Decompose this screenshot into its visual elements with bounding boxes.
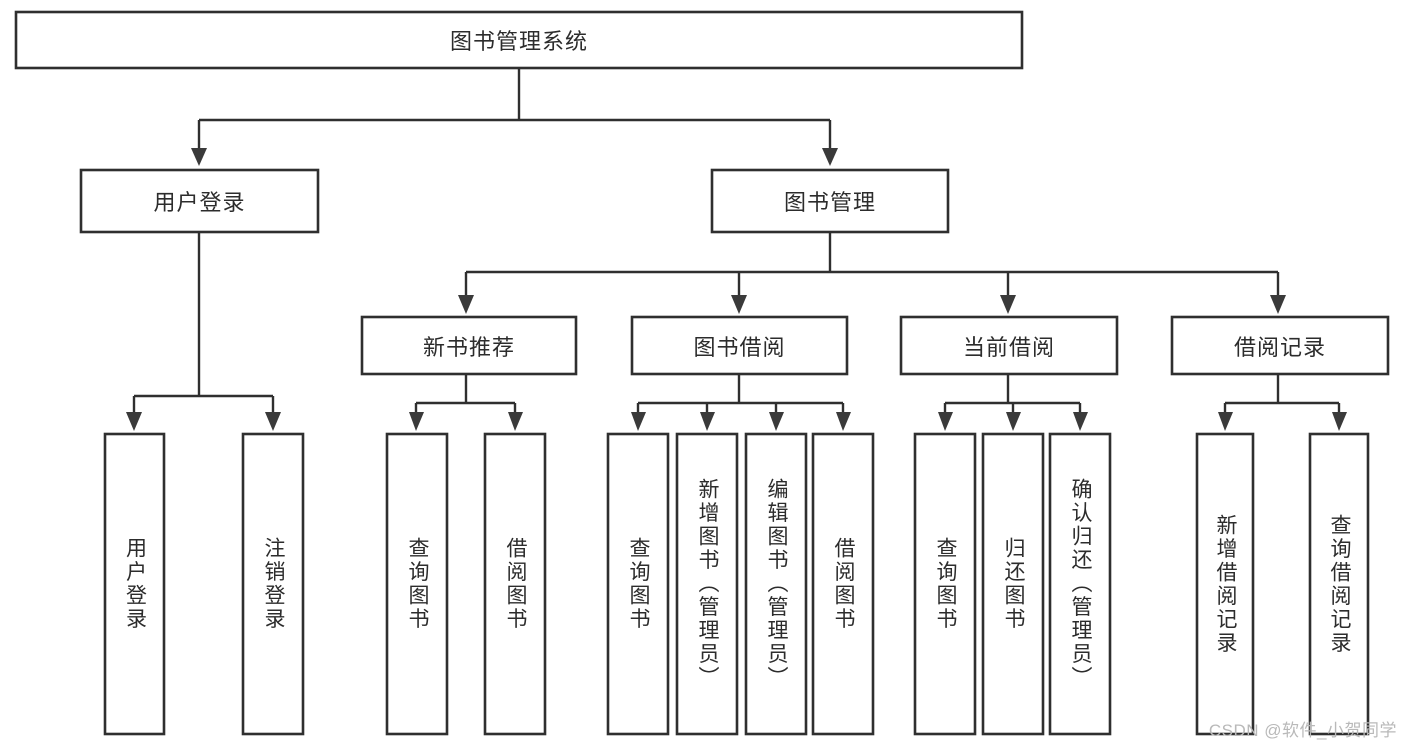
arrowhead-leaf-add-record <box>1218 412 1233 431</box>
arrowhead-leaf-edit-book <box>769 412 784 431</box>
arrowhead-leaf-logout <box>265 412 281 431</box>
node-box-leaf-confirm-return[interactable] <box>1048 432 1112 736</box>
node-box-user-login[interactable] <box>79 168 320 234</box>
arrowhead-leaf-return-book <box>1006 412 1021 431</box>
node-box-leaf-edit-book[interactable] <box>744 432 808 736</box>
arrowhead-leaf-query-record <box>1332 412 1347 431</box>
node-box-leaf-query-book-1[interactable] <box>385 432 449 736</box>
node-box-leaf-query-record[interactable] <box>1308 432 1370 736</box>
arrowhead-leaf-borrow-book-2 <box>836 412 851 431</box>
node-box-leaf-add-book[interactable] <box>675 432 739 736</box>
edge-group-user-login <box>126 232 281 431</box>
edge-group-book-borrow <box>631 374 851 431</box>
arrowhead-current-borrow <box>1000 295 1016 314</box>
edge-group-book-manage <box>458 232 1286 314</box>
edge-group-new-book-rec <box>409 374 523 431</box>
node-box-current-borrow[interactable] <box>899 315 1119 376</box>
arrowhead-leaf-borrow-book-1 <box>508 412 523 431</box>
node-box-root[interactable] <box>14 10 1024 70</box>
arrowhead-borrow-record <box>1270 295 1286 314</box>
arrowhead-user-login <box>191 148 207 166</box>
arrowhead-new-book-rec <box>458 295 474 314</box>
arrowhead-book-borrow <box>731 295 747 314</box>
arrowhead-book-manage <box>822 148 838 166</box>
node-box-leaf-borrow-book-2[interactable] <box>811 432 875 736</box>
edge-group-borrow-record <box>1218 374 1347 431</box>
arrowhead-leaf-query-book-3 <box>938 412 953 431</box>
node-box-borrow-record[interactable] <box>1170 315 1390 376</box>
arrowhead-leaf-user-login <box>126 412 142 431</box>
csdn-watermark: CSDN @软件_小贺同学 <box>1208 721 1397 740</box>
node-box-leaf-query-book-3[interactable] <box>913 432 977 736</box>
edge-group-root <box>191 68 838 166</box>
node-box-leaf-logout[interactable] <box>241 432 305 736</box>
node-box-book-manage[interactable] <box>710 168 950 234</box>
node-box-leaf-return-book[interactable] <box>981 432 1045 736</box>
node-box-leaf-borrow-book-1[interactable] <box>483 432 547 736</box>
edge-group-current-borrow <box>938 374 1088 431</box>
arrowhead-leaf-add-book <box>700 412 715 431</box>
arrowhead-leaf-confirm-return <box>1073 412 1088 431</box>
node-box-new-book-rec[interactable] <box>360 315 578 376</box>
node-box-leaf-user-login[interactable] <box>103 432 166 736</box>
node-box-leaf-query-book-2[interactable] <box>606 432 670 736</box>
arrowhead-leaf-query-book-2 <box>631 412 646 431</box>
arrowhead-leaf-query-book-1 <box>409 412 424 431</box>
node-box-book-borrow[interactable] <box>630 315 849 376</box>
node-box-leaf-add-record[interactable] <box>1195 432 1255 736</box>
